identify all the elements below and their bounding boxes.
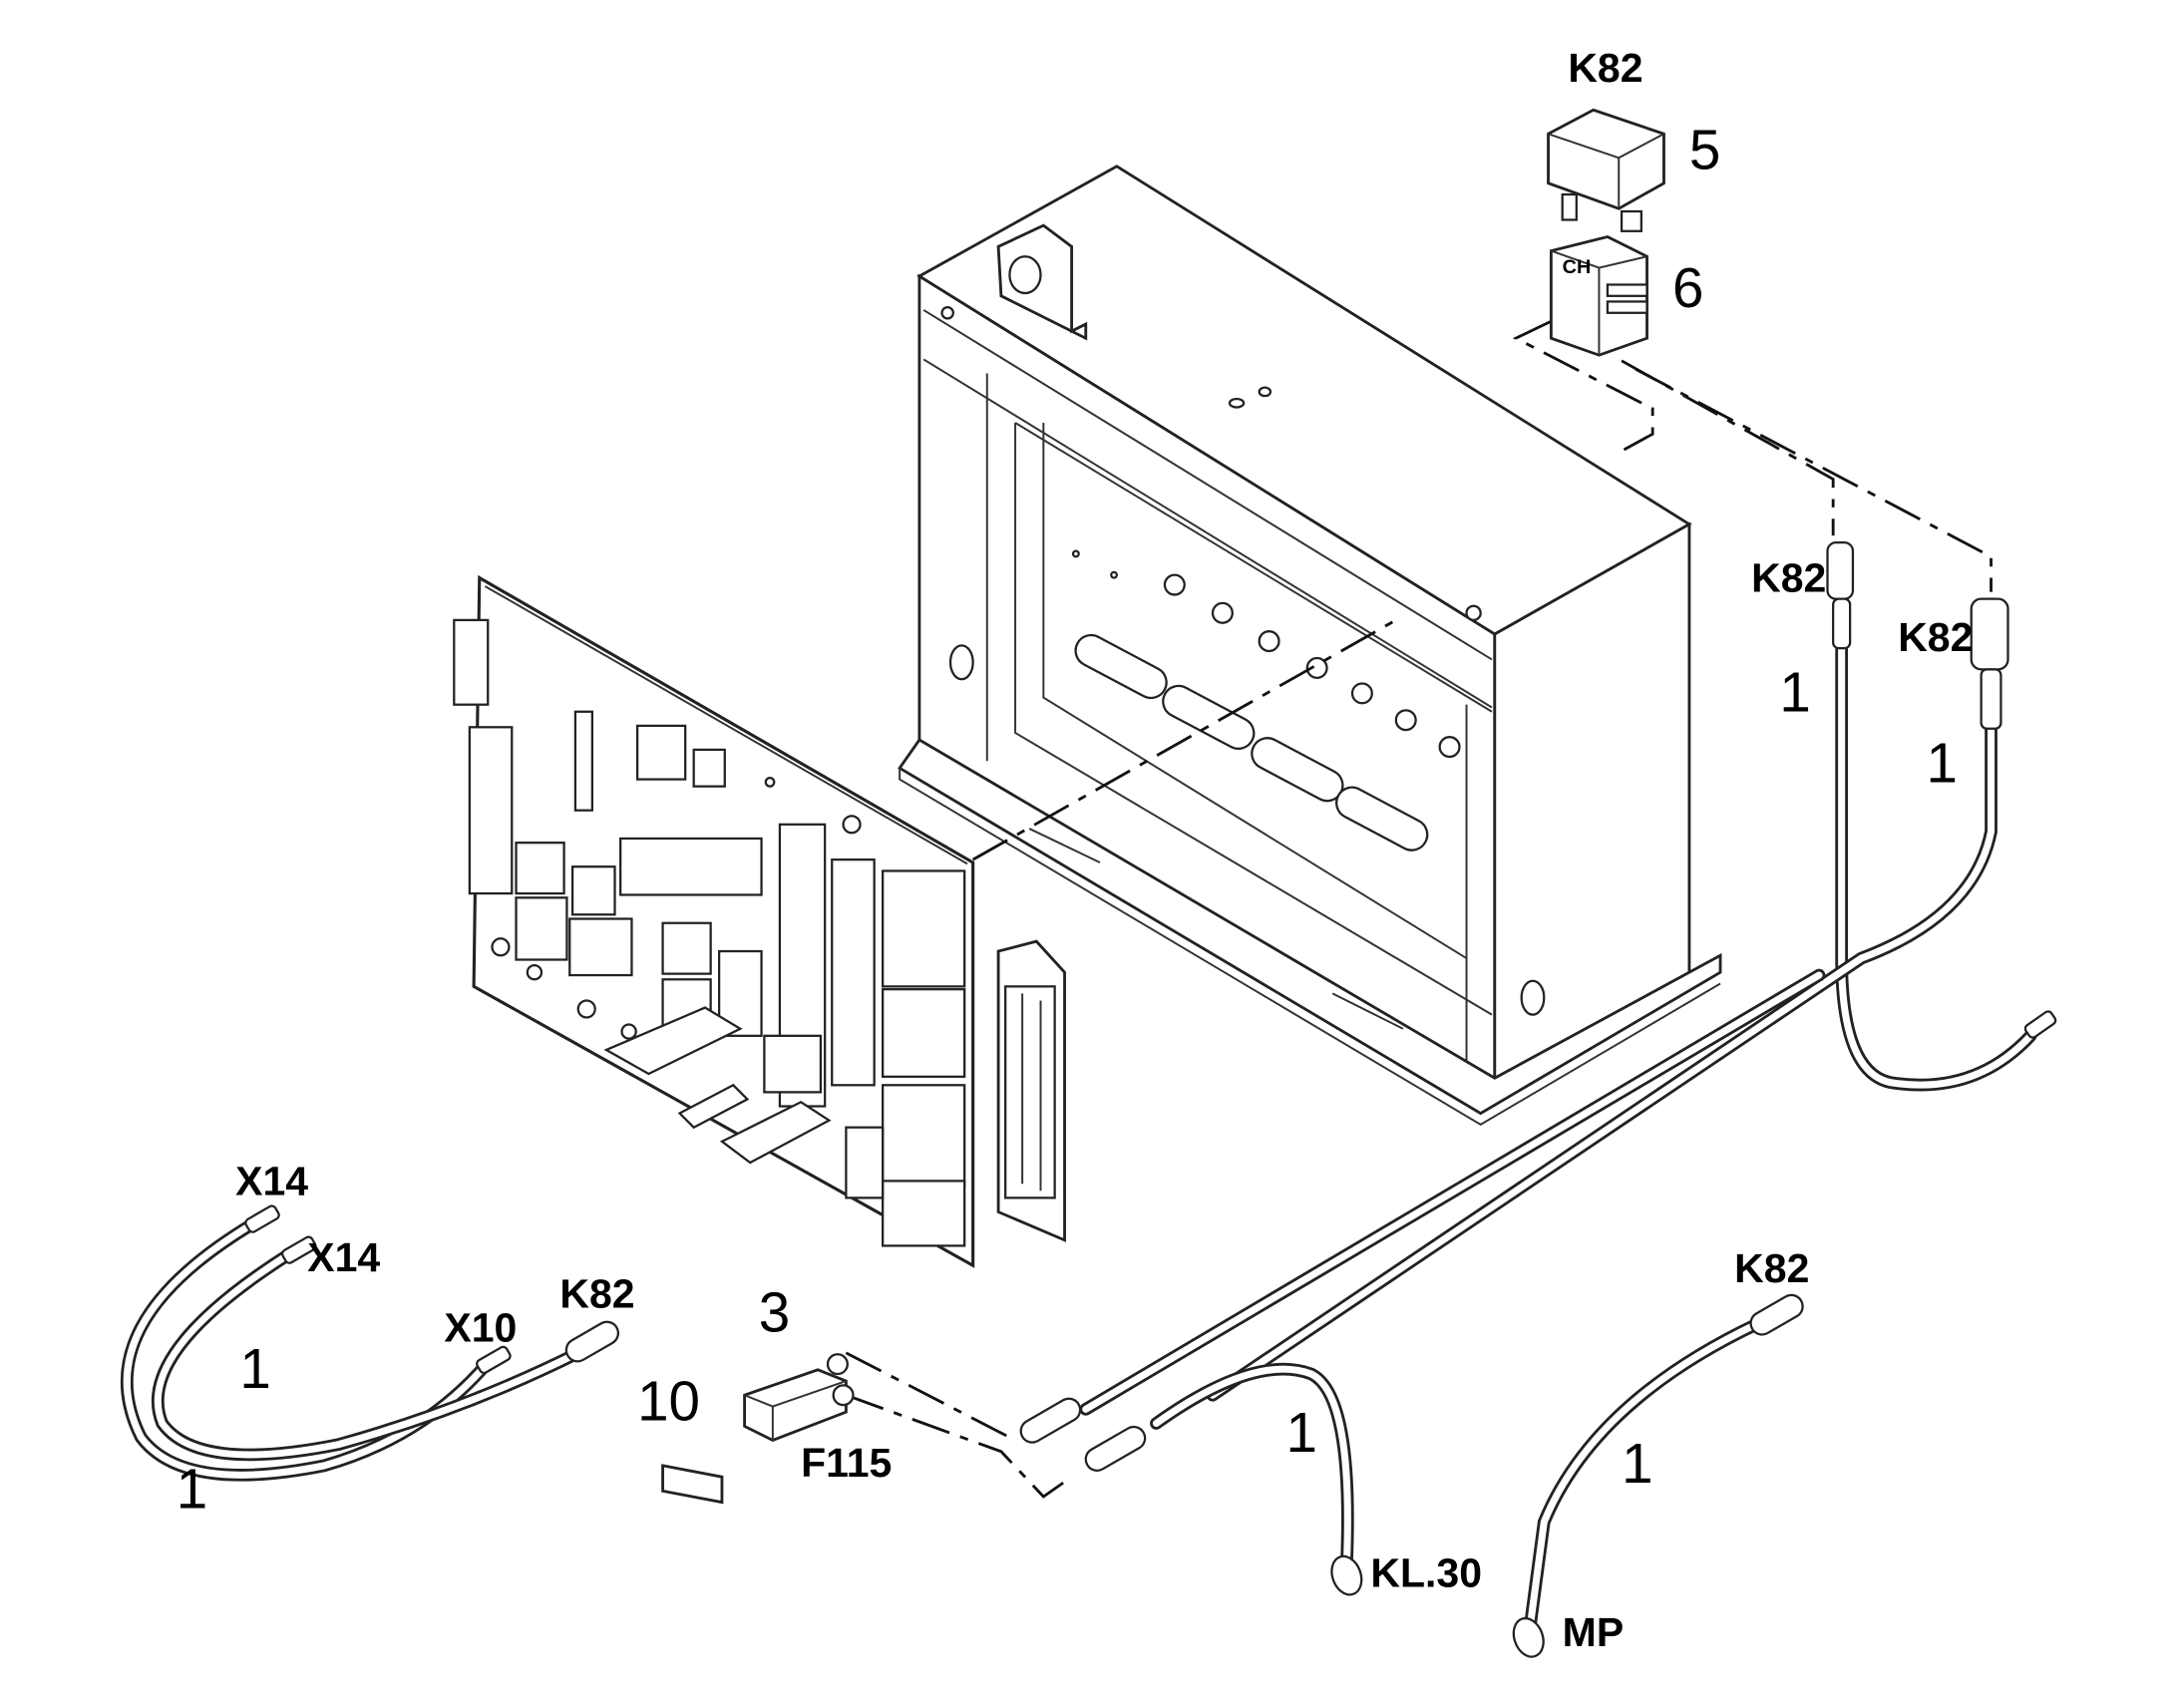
fuse-f115-label: F115 [801, 1440, 892, 1486]
harness-x10-label: X10 [444, 1305, 517, 1351]
harness-item-number-b: 1 [177, 1457, 207, 1520]
mp-item-number: 1 [1622, 1432, 1652, 1495]
harness-x14-label-b: X14 [307, 1234, 380, 1280]
adhesive-label [661, 1464, 724, 1505]
kl30-label: KL.30 [1370, 1549, 1482, 1595]
socket-item-number: 6 [1672, 256, 1703, 319]
relay-item-number: 5 [1689, 119, 1720, 181]
wire-b-item-number: 1 [1926, 731, 1957, 794]
fuse-f115 [743, 1353, 855, 1443]
circuit-board [453, 574, 975, 1268]
wire-a-k82-label: K82 [1751, 555, 1826, 601]
relay-socket: CH [1549, 234, 1648, 357]
wire-assembly-b [1206, 597, 2009, 1402]
wire-b-k82-label: K82 [1898, 614, 1973, 660]
wire-a-item-number: 1 [1779, 661, 1810, 724]
relay-k82-label: K82 [1568, 45, 1642, 91]
assembly-line-fuse-top [845, 1351, 1016, 1442]
assembly-line-wire-a [1621, 359, 1835, 536]
harness-item-number-a: 1 [239, 1337, 270, 1400]
svg-text:CH: CH [1563, 256, 1592, 278]
enclosure-housing [898, 165, 1722, 1127]
wire-kl30 [1084, 1362, 1363, 1596]
fuse-item-number: 3 [759, 1281, 790, 1344]
assembly-line-socket [1512, 319, 1654, 453]
wire-long-to-fuse [1019, 968, 1826, 1444]
assembly-line-pcb-housing [971, 618, 1397, 861]
relay-k82 [1547, 108, 1665, 232]
assembly-line-wire-b [1635, 368, 1993, 592]
harness-k82-label: K82 [559, 1271, 634, 1317]
harness-x14-label-a: X14 [235, 1159, 308, 1204]
kl30-item-number: 1 [1286, 1401, 1317, 1464]
wire-assembly-a [1826, 541, 2057, 1092]
mp-k82-label: K82 [1734, 1245, 1809, 1291]
mp-label: MP [1563, 1609, 1624, 1655]
wire-harness-left [121, 1204, 620, 1482]
label-item-number: 10 [637, 1370, 700, 1433]
wire-mp [1512, 1293, 1804, 1658]
assembly-line-fuse-bottom [845, 1393, 1073, 1499]
side-connector [996, 939, 1066, 1242]
